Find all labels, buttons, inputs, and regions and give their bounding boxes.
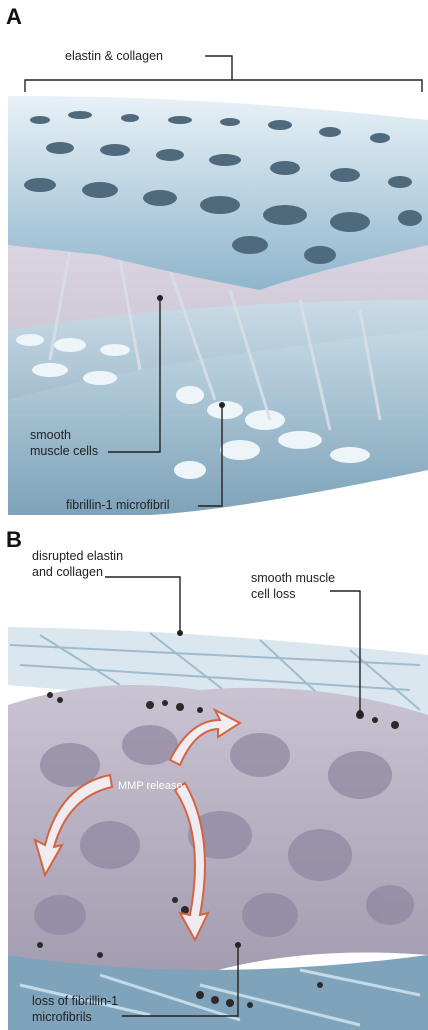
loss-fibrillin-dot <box>235 942 241 948</box>
fibrillin-label: fibrillin-1 microfibril <box>66 498 170 513</box>
panel-a: A elastin & collagen smooth muscle cells… <box>0 0 428 515</box>
loss-fibrillin-label-1: loss of fibrillin-1 <box>32 994 118 1009</box>
disrupted-label-1: disrupted elastin <box>32 549 123 564</box>
elastin-leader <box>205 56 232 80</box>
fibrillin-dot <box>219 402 225 408</box>
panel-a-label: A <box>6 4 22 30</box>
loss-fibrillin-label-2: microfibrils <box>32 1010 92 1025</box>
panel-b-illustration <box>0 515 428 1030</box>
elastin-collagen-label: elastin & collagen <box>65 49 163 64</box>
smooth-muscle-label-1: smooth <box>30 428 71 443</box>
panel-b-label: B <box>6 527 22 553</box>
disrupted-leader <box>105 577 180 633</box>
elastin-bracket <box>25 80 422 92</box>
mmp-release-label: MMP release <box>118 779 183 794</box>
panel-b: B disrupted elastin and collagen smooth … <box>0 515 428 1030</box>
sm-loss-dot <box>357 710 363 716</box>
disrupted-label-2: and collagen <box>32 565 103 580</box>
sm-loss-label-2: cell loss <box>251 587 295 602</box>
smooth-muscle-dot <box>157 295 163 301</box>
sm-loss-label-1: smooth muscle <box>251 571 335 586</box>
disrupted-dot <box>177 630 183 636</box>
smooth-muscle-label-2: muscle cells <box>30 444 98 459</box>
